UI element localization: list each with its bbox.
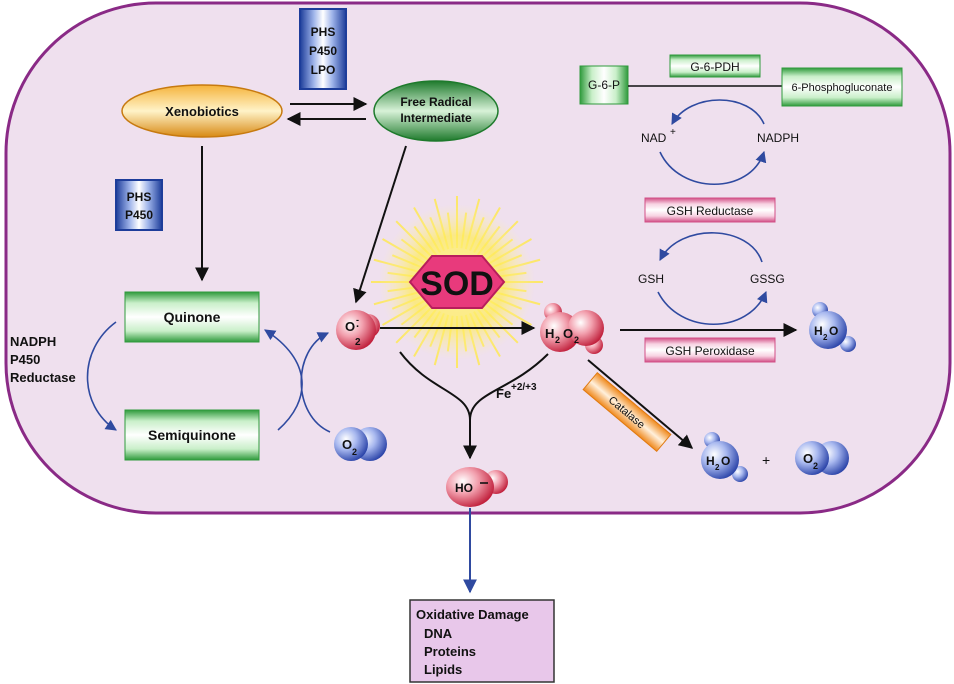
hydroxyl-label: HO bbox=[455, 481, 473, 495]
arrow-gssg-to-gsh bbox=[659, 232, 763, 263]
free-radical-node: Free Radical Intermediate bbox=[373, 80, 499, 142]
hydrogen-peroxide-molecule: H 2 O 2 bbox=[540, 303, 604, 354]
superoxide-radical-dot: · bbox=[356, 321, 360, 333]
xenobiotics-label: Xenobiotics bbox=[165, 104, 239, 119]
fenton-curve-left bbox=[399, 351, 471, 421]
gssg-label: GSSG bbox=[750, 272, 785, 286]
gsh-label: GSH bbox=[638, 272, 664, 286]
h2o2-h-sub: 2 bbox=[555, 335, 560, 345]
nadph-p450-reductase-label: NADPH P450 Reductase bbox=[10, 334, 76, 385]
gsh-reductase-node: GSH Reductase bbox=[644, 197, 776, 223]
superoxide-sub: 2 bbox=[355, 337, 361, 348]
enzyme-box-phs-p450: PHS P450 bbox=[115, 179, 163, 231]
iron-label: Fe bbox=[496, 386, 511, 401]
water-top-h: H bbox=[814, 324, 823, 338]
water-molecule-top: H 2 O bbox=[809, 302, 856, 352]
sod-label: SOD bbox=[420, 265, 494, 303]
water-bottom-h: H bbox=[706, 454, 715, 468]
phosphogluconate-label: 6-Phosphogluconate bbox=[792, 82, 893, 94]
water-top-o: O bbox=[829, 324, 838, 338]
sod-enzyme: SOD bbox=[371, 196, 543, 368]
xenobiotics-node: Xenobiotics bbox=[121, 84, 283, 138]
free-radical-label-line2: Intermediate bbox=[400, 111, 472, 125]
enzyme-box-phs-p450-lpo: PHS P450 LPO bbox=[299, 8, 347, 90]
reductase-line2: P450 bbox=[10, 352, 40, 367]
g6p-label: G-6-P bbox=[588, 78, 620, 92]
reductase-line1: NADPH bbox=[10, 334, 56, 349]
damage-title: Oxidative Damage bbox=[416, 607, 529, 622]
semiquinone-label: Semiquinone bbox=[148, 427, 236, 443]
oxidative-damage-box: Oxidative Damage DNA Proteins Lipids bbox=[409, 599, 555, 683]
enzyme-label: PHS bbox=[127, 190, 152, 204]
oxygen-molecule-left: O 2 bbox=[334, 427, 387, 461]
arrow-nadph-to-nad bbox=[671, 99, 765, 125]
enzyme-label: PHS bbox=[311, 25, 336, 39]
free-radical-label-line1: Free Radical bbox=[400, 95, 471, 109]
gsh-reductase-label: GSH Reductase bbox=[667, 204, 754, 218]
nad-label: NAD bbox=[641, 131, 667, 145]
oxygen-left-base: O bbox=[342, 437, 352, 452]
semiquinone-node: Semiquinone bbox=[124, 409, 260, 461]
enzyme-label: P450 bbox=[125, 208, 153, 222]
arrow-gsh-to-gssg bbox=[657, 290, 768, 325]
enzyme-label: P450 bbox=[309, 44, 337, 58]
oxygen-left-sub: 2 bbox=[352, 447, 357, 457]
arrow-o2-to-superoxide bbox=[300, 332, 331, 433]
hydroxyl-molecule: HO bbox=[446, 467, 508, 507]
h2o2-o: O bbox=[563, 326, 573, 341]
superoxide-molecule: O - · 2 bbox=[336, 310, 380, 350]
oxygen-molecule-right: O 2 bbox=[795, 441, 849, 475]
gsh-peroxidase-label: GSH Peroxidase bbox=[665, 344, 755, 358]
g6p-node: G-6-P bbox=[579, 65, 629, 105]
water-bottom-o: O bbox=[721, 454, 730, 468]
water-molecule-bottom: H 2 O bbox=[701, 432, 748, 482]
arrow-h2o2-catalase bbox=[587, 359, 694, 449]
damage-item-dna: DNA bbox=[424, 626, 453, 641]
water-bottom-h-sub: 2 bbox=[715, 463, 720, 472]
fenton-curve-right bbox=[469, 353, 549, 421]
oxygen-right-base: O bbox=[803, 451, 813, 466]
superoxide-base: O bbox=[345, 319, 355, 334]
damage-item-lipids: Lipids bbox=[424, 662, 462, 677]
h2o2-h: H bbox=[545, 326, 554, 341]
g6pdh-label: G-6-PDH bbox=[690, 60, 739, 74]
arrow-radical-to-superoxide bbox=[353, 145, 407, 304]
h2o2-o-sub: 2 bbox=[574, 335, 579, 345]
phosphogluconate-node: 6-Phosphogluconate bbox=[781, 67, 903, 107]
superoxide-charge: - bbox=[356, 315, 359, 325]
arrow-nad-to-nadph bbox=[659, 150, 767, 185]
quinone-node: Quinone bbox=[124, 291, 260, 343]
reductase-line3: Reductase bbox=[10, 370, 76, 385]
oxygen-right-sub: 2 bbox=[813, 461, 818, 471]
water-top-h-sub: 2 bbox=[823, 333, 828, 342]
quinone-label: Quinone bbox=[164, 309, 221, 325]
plus-sign: + bbox=[762, 452, 770, 468]
enzyme-label: LPO bbox=[311, 63, 336, 77]
iron-charge: +2/+3 bbox=[511, 382, 537, 393]
nad-charge: + bbox=[670, 127, 676, 138]
g6pdh-node: G-6-PDH bbox=[669, 54, 761, 78]
damage-item-proteins: Proteins bbox=[424, 644, 476, 659]
nadph-label: NADPH bbox=[757, 131, 799, 145]
arrow-quinone-to-semiquinone bbox=[86, 321, 117, 431]
gsh-peroxidase-node: GSH Peroxidase bbox=[644, 337, 776, 363]
